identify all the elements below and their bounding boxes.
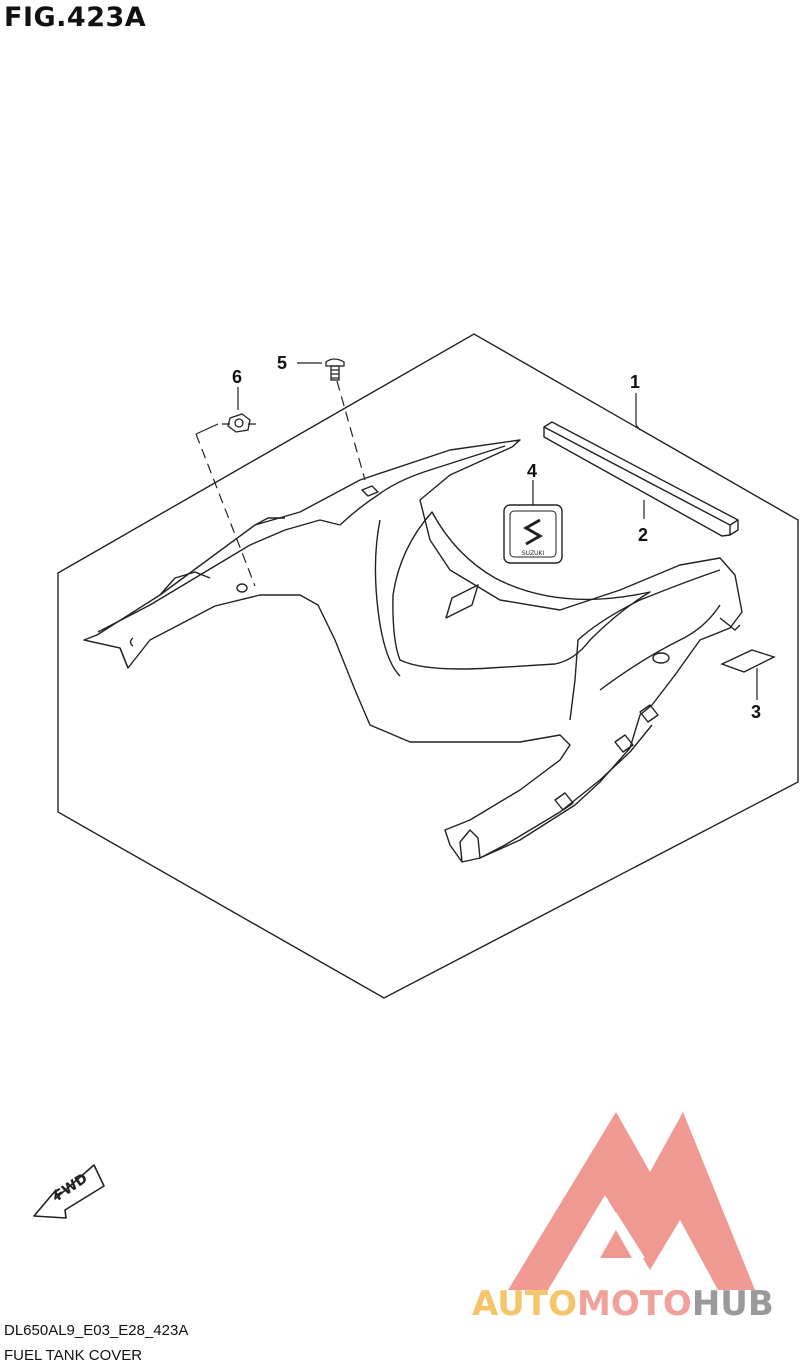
cushion-strip-part — [543, 421, 739, 537]
watermark-hub: HUB — [692, 1284, 774, 1324]
callout-5: 5 — [277, 353, 287, 373]
assembly-boundary — [57, 333, 799, 999]
watermark-logo-icon — [508, 1112, 755, 1290]
cushion-pad-part — [720, 649, 776, 673]
callout-1: 1 — [630, 372, 640, 392]
leader-lines — [195, 362, 758, 700]
emblem-part: SUZUKI — [503, 504, 563, 564]
fuel-tank-cover-part — [83, 439, 743, 863]
figure-title: FIG.423A — [4, 2, 147, 33]
fwd-direction-marker: FWD — [33, 1164, 105, 1219]
nut-part — [222, 413, 256, 433]
watermark-moto: MOTO — [577, 1284, 692, 1324]
svg-text:SUZUKI: SUZUKI — [522, 550, 545, 557]
svg-text:AUTOMOTOHUB: AUTOMOTOHUB — [472, 1284, 774, 1324]
diagram-code: DL650AL9_E03_E28_423A — [4, 1322, 189, 1339]
callout-2: 2 — [638, 525, 648, 545]
callout-3: 3 — [751, 702, 761, 722]
fwd-arrow-icon — [33, 1164, 105, 1219]
screw-part — [325, 358, 345, 381]
callout-4: 4 — [527, 461, 537, 481]
diagram-description: FUEL TANK COVER — [4, 1347, 143, 1364]
watermark-auto: AUTO — [472, 1284, 577, 1324]
watermark-logo — [508, 1112, 755, 1290]
callout-6: 6 — [232, 367, 242, 387]
